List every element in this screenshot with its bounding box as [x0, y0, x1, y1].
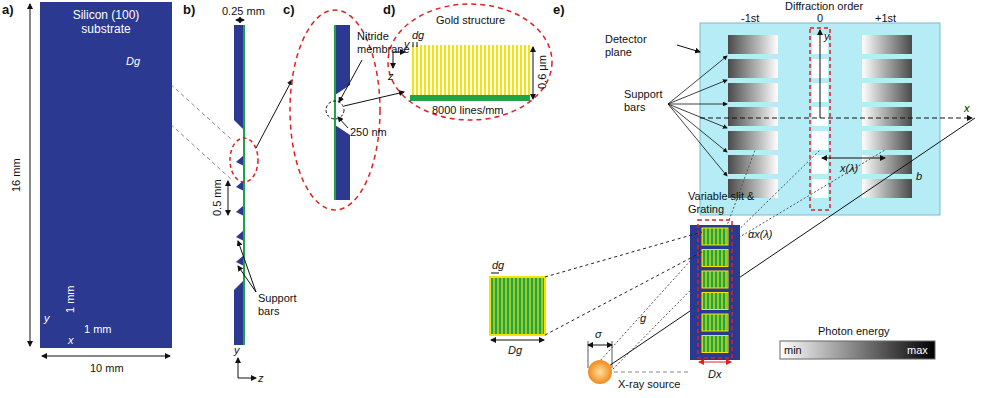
- substrate-block: Silicon (100) substrate: [40, 2, 172, 348]
- figure-label: Dg: [126, 55, 140, 68]
- figure-label: Variable slit & Grating: [688, 190, 758, 216]
- figure-label: Support bars: [624, 88, 668, 114]
- figure-label: z: [388, 70, 394, 83]
- figure-label: max: [907, 344, 928, 357]
- figure-label: e): [553, 2, 565, 17]
- figure-label: 1 mm: [64, 285, 77, 313]
- figure-label: 0.25 mm: [222, 5, 265, 18]
- figure-label: +1st: [875, 12, 896, 25]
- figure-label: 10 mm: [90, 362, 124, 375]
- figure-label: dg: [492, 259, 504, 272]
- figure-label: z: [258, 372, 264, 385]
- figure-label: Support bars: [258, 292, 308, 318]
- figure-label: d): [383, 2, 395, 17]
- figure-label: y: [404, 38, 410, 51]
- figure-label: 0: [817, 12, 823, 25]
- figure-label: x: [964, 102, 970, 115]
- figure-label: 0.5 mm: [211, 180, 224, 217]
- figure-label: Gold structure: [436, 14, 505, 27]
- figure-label: 250 nm: [350, 126, 387, 139]
- figure-label: Photon energy: [818, 325, 890, 338]
- figure-label: 16 mm: [10, 158, 23, 192]
- figure-label: c): [283, 2, 295, 17]
- figure-label: 0.6 μm: [536, 55, 549, 89]
- figure-label: Detector plane: [605, 33, 675, 59]
- figure-label: 8000 lines/mm: [432, 104, 504, 117]
- figure-label: b): [183, 2, 195, 17]
- figure-label: X-ray source: [618, 378, 680, 391]
- figure-label: y: [824, 30, 830, 43]
- figure-label: y: [234, 344, 240, 357]
- figure-label: min: [784, 344, 802, 357]
- figure-label: y: [44, 312, 50, 325]
- node-title: Silicon (100) substrate: [40, 2, 172, 36]
- figure-label: σ: [595, 328, 602, 341]
- figure-label: x(λ): [840, 162, 858, 175]
- figure-label: a): [2, 2, 14, 17]
- figure-label: -1st: [741, 12, 759, 25]
- figure-label: 1 mm: [84, 323, 112, 336]
- figure-label: x: [68, 334, 74, 347]
- figure-label: Dx: [708, 368, 721, 381]
- figure-label: αx(λ): [748, 228, 773, 241]
- figure-label: g: [640, 312, 646, 325]
- figure-label: Diffraction order: [785, 0, 863, 13]
- figure-label: dg: [412, 29, 424, 42]
- figure-label: b: [916, 170, 922, 183]
- figure-label: Dg: [508, 344, 522, 357]
